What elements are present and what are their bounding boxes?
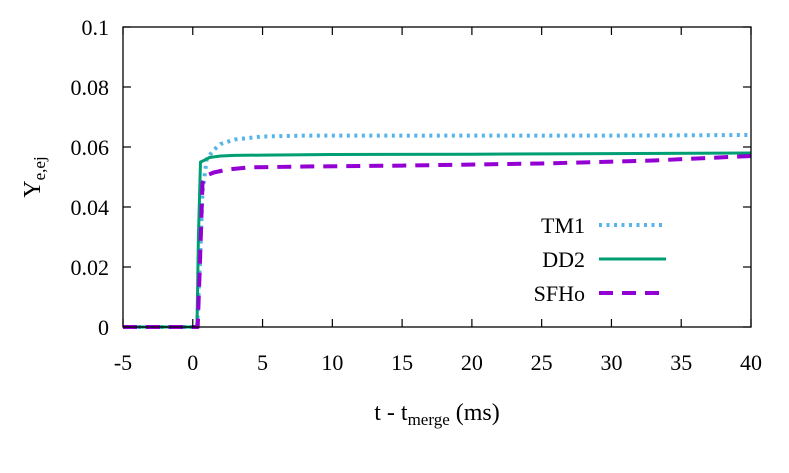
x-tick-label: 0 — [187, 350, 198, 375]
series-line-dd2 — [123, 151, 752, 329]
y-tick-label: 0.04 — [71, 195, 110, 220]
series-line-tm1 — [123, 133, 752, 329]
y-tick-label: 0 — [98, 315, 109, 340]
series-layer — [123, 133, 752, 329]
x-tick-label: 30 — [600, 350, 622, 375]
y-tick-label: 0.06 — [71, 135, 110, 160]
x-tick-label: 25 — [531, 350, 553, 375]
legend-label-sfho: SFHo — [534, 281, 585, 306]
x-tick-label: 40 — [740, 350, 762, 375]
series-line-sfho — [123, 154, 752, 329]
x-tick-label: 15 — [391, 350, 413, 375]
x-tick-label: 20 — [461, 350, 483, 375]
y-tick-label: 0.1 — [82, 15, 110, 40]
y-tick-label: 0.02 — [71, 255, 110, 280]
x-tick-label: 35 — [670, 350, 692, 375]
legend-label-dd2: DD2 — [542, 247, 585, 272]
x-tick-label: -5 — [114, 350, 132, 375]
plot-frame — [122, 26, 752, 328]
y-axis-label: Ye,ej — [20, 156, 49, 197]
x-tick-label: 10 — [321, 350, 343, 375]
x-tick-label: 5 — [257, 350, 268, 375]
x-axis-label: t - tmerge (ms) — [374, 400, 500, 429]
legend-label-tm1: TM1 — [541, 213, 585, 238]
y-tick-label: 0.08 — [71, 75, 110, 100]
